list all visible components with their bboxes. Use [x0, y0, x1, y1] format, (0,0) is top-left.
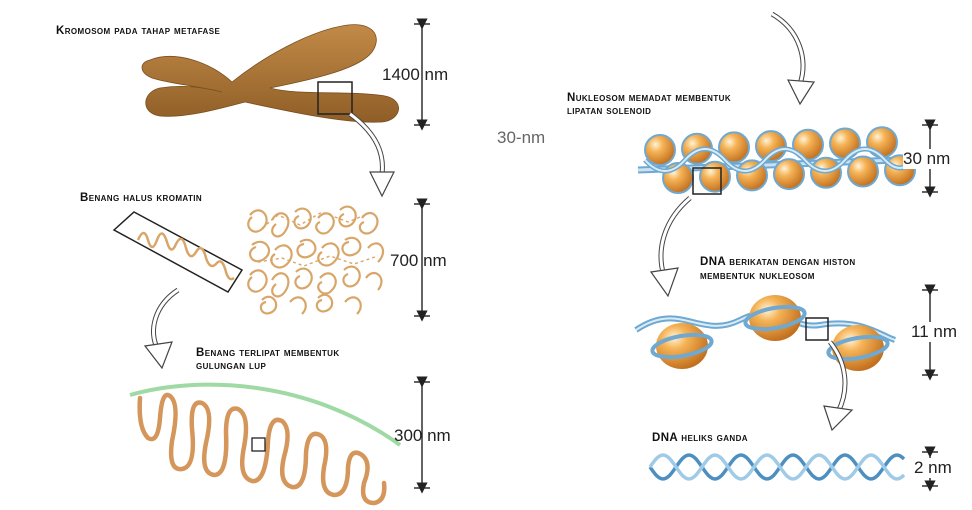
looped-domain-fiber: [129, 382, 402, 506]
measure-nucleosome: 11 nm: [911, 322, 957, 342]
label-dna: DNA heliks ganda: [652, 432, 748, 444]
measure-solenoid: 30 nm: [903, 149, 951, 169]
label-nucleosome-line2: membentuk nukleosom: [700, 270, 815, 282]
zoom-box-solenoid: [692, 167, 722, 195]
scale-bar-chromosome: [414, 18, 430, 131]
scale-bar-loops: [414, 376, 430, 494]
measure-loops: 300 nm: [394, 426, 451, 445]
solenoid-bead: [755, 130, 787, 163]
zoom-box-chromosome: [317, 81, 353, 115]
label-chromosome: Kromosom pada tahap metafase: [56, 25, 221, 37]
metaphase-chromosome: [141, 24, 399, 123]
dna-double-helix: [648, 453, 906, 481]
measure-chromatin: 700 nm: [390, 251, 447, 270]
scale-bar-chromatin: [414, 198, 430, 322]
arrow-solenoid-to-nucleosome: [649, 196, 692, 298]
measure-solenoid-side: 30-nm: [497, 128, 546, 147]
zoom-box-nucleosome: [805, 317, 829, 341]
solenoid-bead: [644, 134, 676, 166]
solenoid-fiber: [637, 126, 917, 194]
measure-chromosome: 1400 nm: [382, 65, 449, 84]
solenoid-bead: [773, 158, 805, 191]
nucleosome-bead-3: [826, 325, 890, 371]
arrow-into-solenoid: [770, 11, 816, 106]
nucleosome-bead-1: [650, 323, 714, 369]
label-chromatin: Benang halus kromatin: [80, 192, 203, 204]
label-loops-line1: Benang terlipat membentuk: [196, 347, 340, 359]
chromatin-fiber-cluster: [247, 205, 385, 315]
label-loops-line2: gulungan lup: [196, 360, 267, 372]
nucleosome-string: [634, 295, 897, 371]
nucleosome-bead-2: [743, 295, 807, 341]
measure-dna: 2 nm: [914, 458, 952, 478]
arrow-nucleosome-to-dna: [823, 340, 854, 432]
arrow-chromosome-to-chromatin: [348, 111, 395, 198]
label-nucleosome-line1: DNA berikatan dengan histon: [700, 256, 856, 268]
zoom-box-loops: [251, 437, 266, 452]
label-solenoid-line1: Nukleosom memadat membentuk: [567, 92, 732, 104]
arrow-chromatin-to-loops: [143, 287, 180, 370]
solenoid-bead: [699, 160, 731, 193]
solenoid-bead: [718, 131, 750, 164]
label-solenoid-line2: lipatan solenoid: [567, 105, 652, 117]
solenoid-bead: [847, 155, 879, 188]
chromatin-zoom-box: [112, 211, 244, 293]
